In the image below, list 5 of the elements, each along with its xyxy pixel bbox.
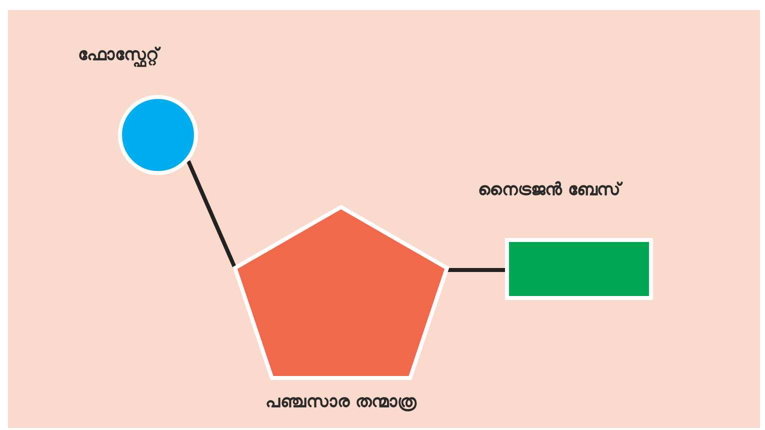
node-label: നൈട്രജൻ ബേസ് xyxy=(478,180,621,200)
node-label: ഫോസ്ഫേറ്റ് xyxy=(78,45,159,65)
node-label: പഞ്ചസാര തന്മാത്ര xyxy=(264,392,418,412)
connector-line xyxy=(447,268,505,272)
connector-line xyxy=(186,160,237,269)
